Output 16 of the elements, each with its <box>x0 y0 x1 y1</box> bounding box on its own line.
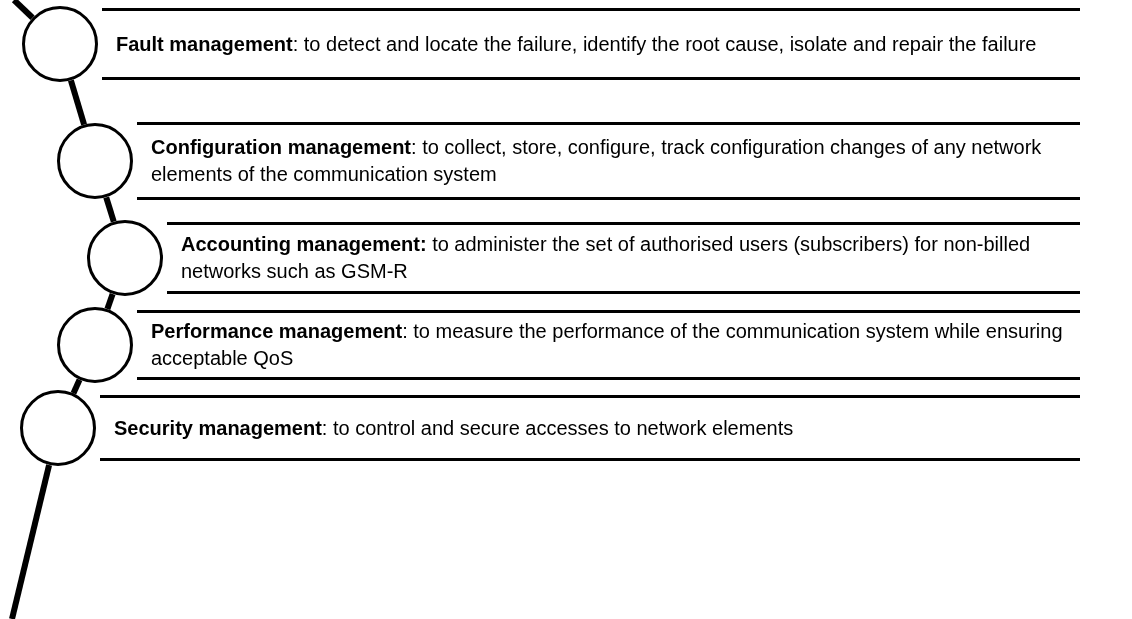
list-band <box>167 222 1080 294</box>
description-text: Fault management: to detect and locate the failure, identify the root cause, isolate and repair the failure <box>116 31 1037 57</box>
connector-line <box>103 196 117 223</box>
list-band <box>100 395 1080 461</box>
list-band <box>137 122 1080 200</box>
description-text: Accounting management: to administer the set of authorised users (subscribers) for non-billed networks such as GSM-R <box>181 232 1032 284</box>
description-text: Security management: to control and secure accesses to network elements <box>114 415 794 441</box>
connector-line <box>68 79 87 126</box>
description-text: Performance management: to measure the performance of the communication system while ensuring acceptable QoS <box>151 319 1064 371</box>
description-text: Configuration management: to collect, store, configure, track configuration changes of any network elements of the communication system <box>151 135 1043 187</box>
list-band <box>102 8 1080 80</box>
list-band <box>137 310 1080 380</box>
connector-line <box>70 378 83 395</box>
connector-line <box>9 464 52 619</box>
connector-line <box>11 0 35 20</box>
connector-line <box>104 292 116 311</box>
